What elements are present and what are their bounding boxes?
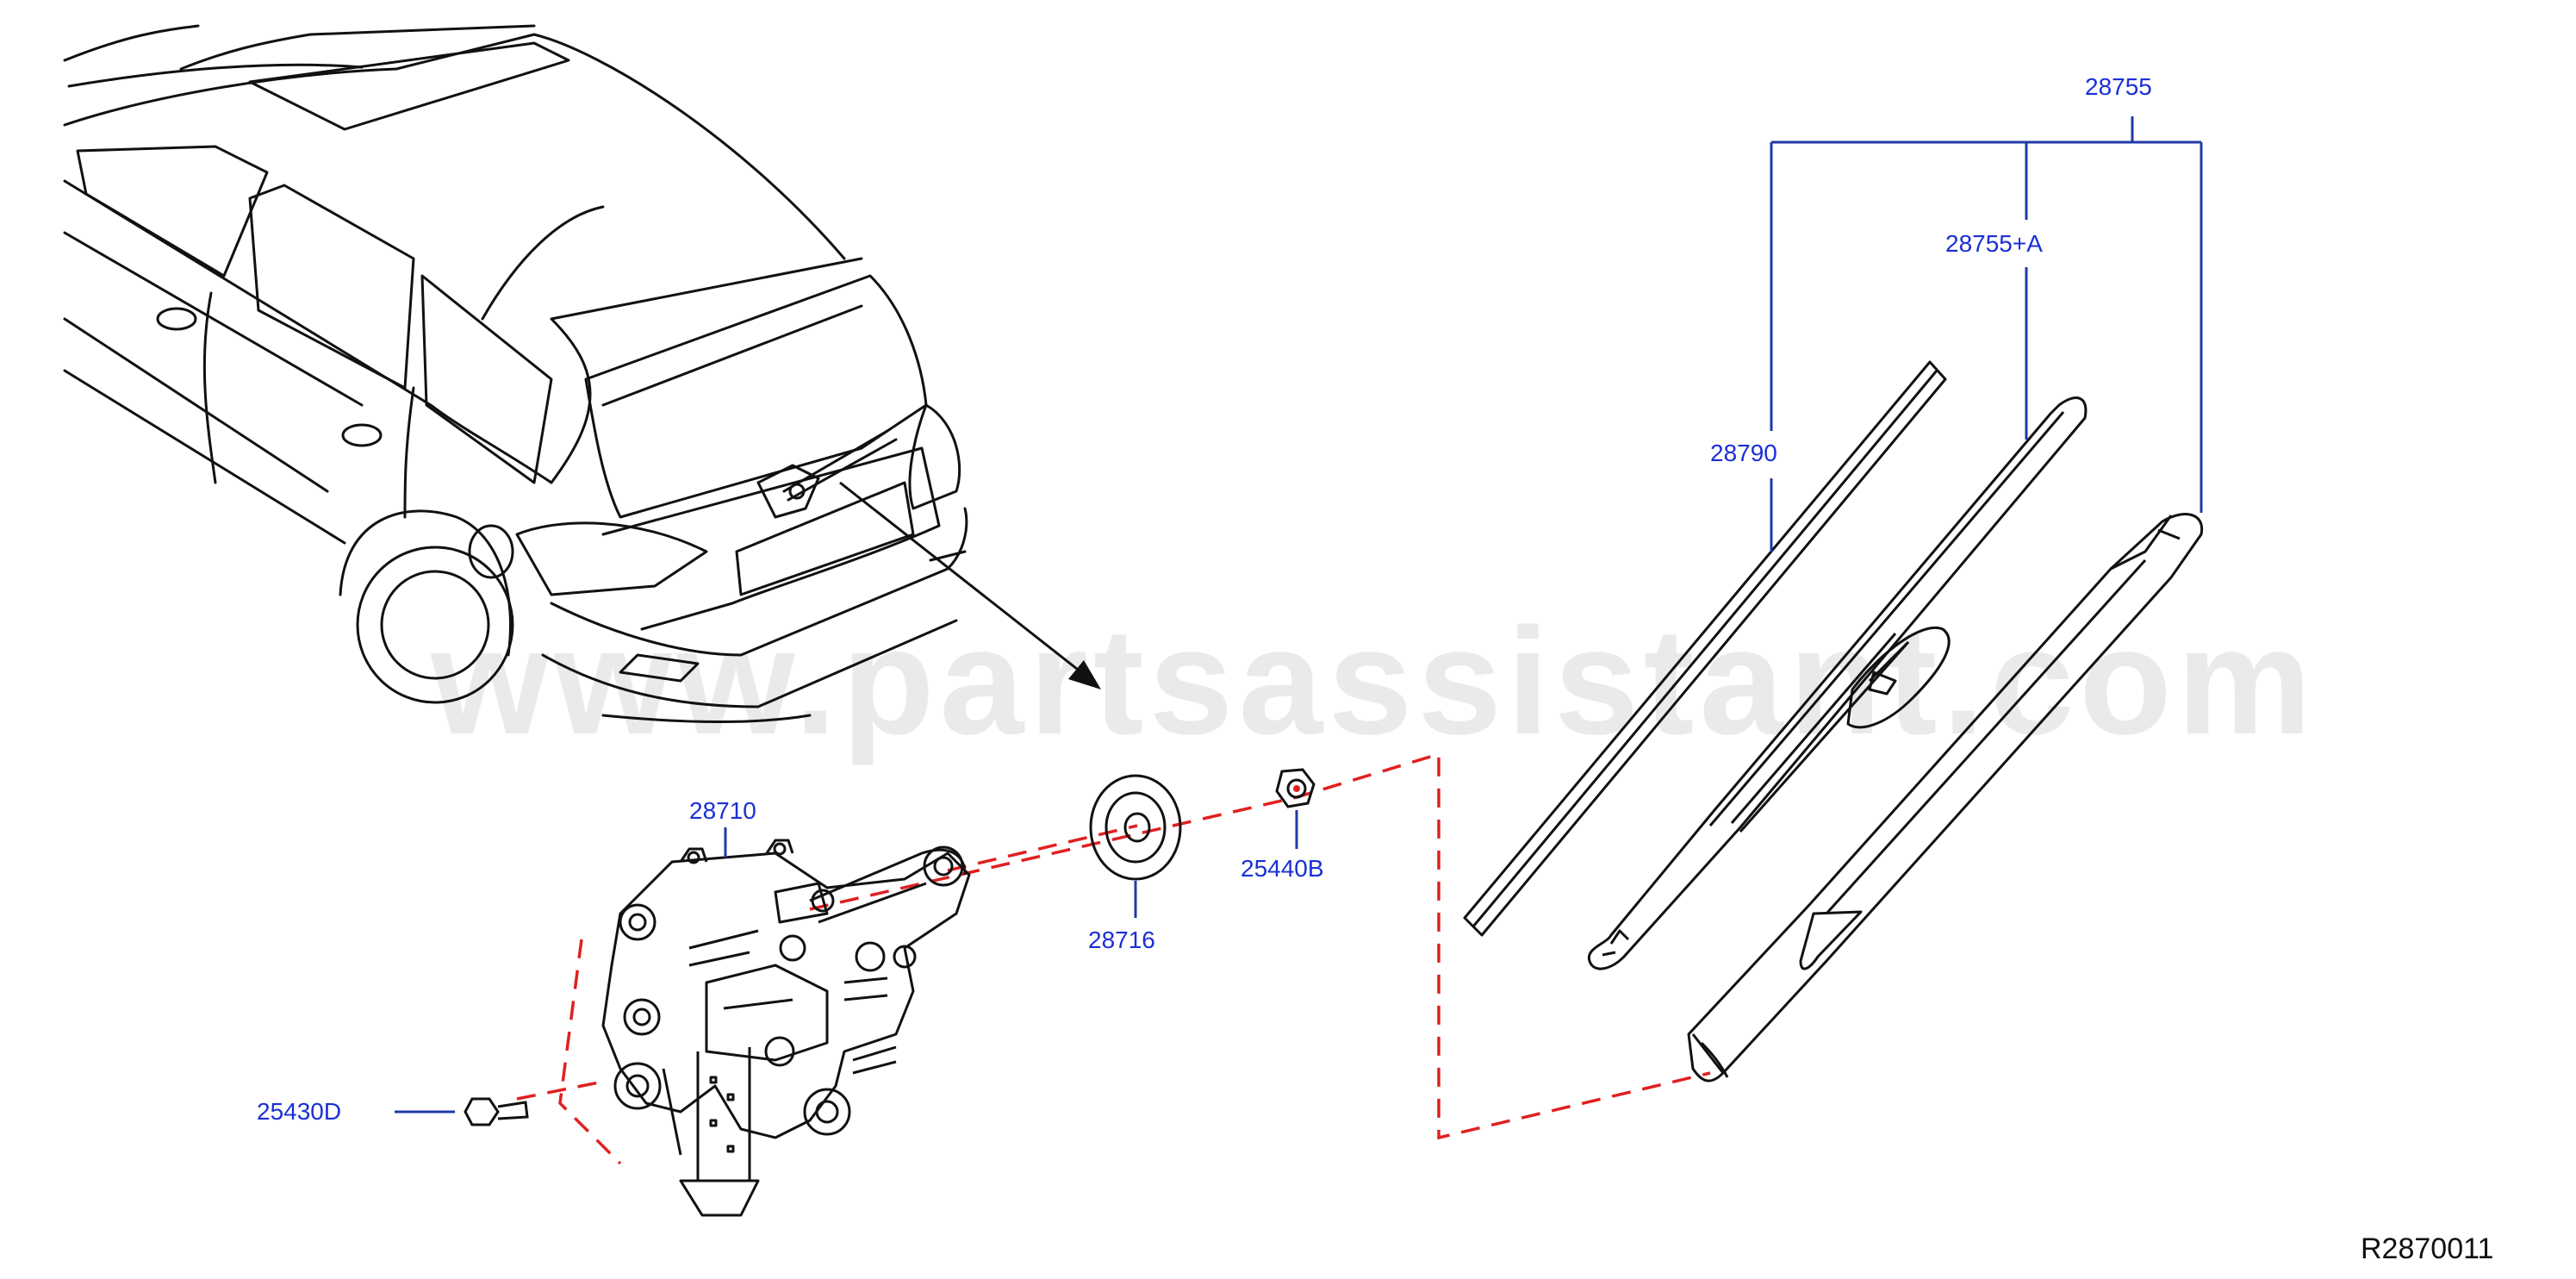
wiper-blade-refill-icon [1463,360,1947,937]
callout-28790[interactable]: 28790 [1710,440,1777,466]
hex-nut-icon [1275,768,1316,808]
callout-28755-a[interactable]: 28755+A [1945,230,2043,257]
diagram-id: R2870011 [2361,1232,2494,1265]
callout-28710[interactable]: 28710 [689,797,756,824]
bolt-icon [464,1097,529,1126]
wiper-motor-icon [601,839,971,1217]
callout-leader-lines [395,116,2203,1114]
locator-arrow [839,481,1101,689]
watermark-text: www.partsassistant.com [431,597,2318,766]
callout-28716[interactable]: 28716 [1088,926,1155,953]
callout-25440b[interactable]: 25440B [1241,855,1324,882]
vehicle-rear-outline-icon [63,24,968,723]
washer-seal-icon [1089,774,1182,881]
wiper-arm-icon [1687,513,2204,1082]
wiper-blade-icon [1587,396,2088,970]
callout-25430d[interactable]: 25430D [257,1098,342,1125]
callout-28755[interactable]: 28755 [2085,73,2152,100]
